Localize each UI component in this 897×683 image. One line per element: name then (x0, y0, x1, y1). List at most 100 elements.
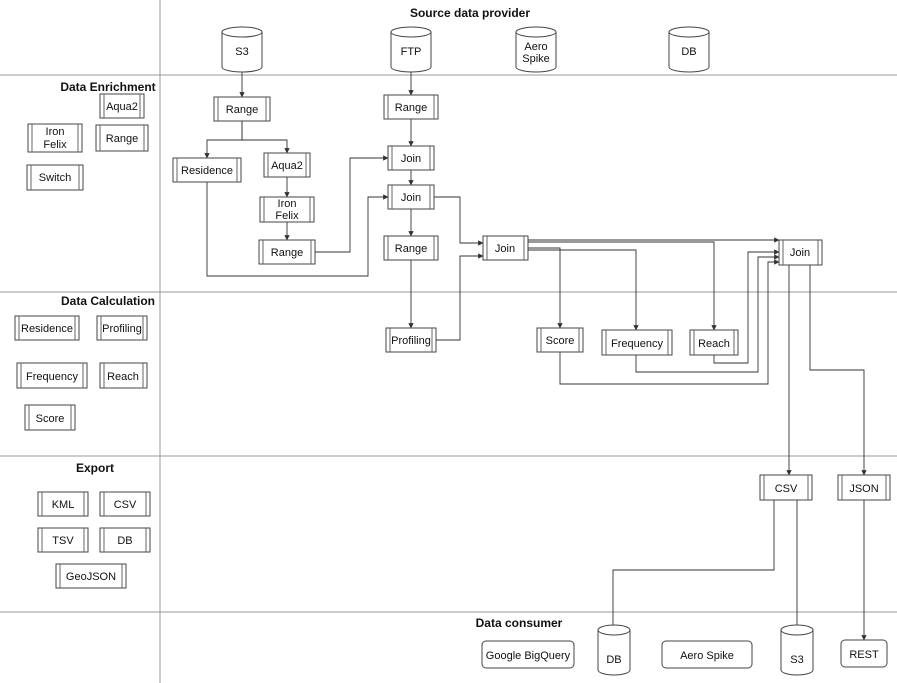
flow-join-b[interactable]: Join (387, 184, 435, 210)
consumer-s3[interactable]: S3 (780, 624, 814, 676)
flow-score[interactable]: Score (536, 327, 584, 353)
flow-range-b[interactable]: Range (383, 94, 439, 120)
consumer-s3-cap (780, 624, 814, 636)
palette-score[interactable]: Score (24, 404, 76, 431)
edge-join-d-json (809, 265, 867, 476)
palette-db-frame (99, 527, 151, 553)
flow-range-d[interactable]: Range (383, 235, 439, 261)
consumer-rest-frame (840, 639, 888, 668)
source-aerospike-cap (515, 26, 557, 38)
palette-kml[interactable]: KML (37, 491, 89, 517)
palette-reach[interactable]: Reach (99, 362, 148, 389)
flow-join-a[interactable]: Join (387, 145, 435, 171)
consumer-db-body (597, 630, 631, 676)
palette-reach-label: Reach (107, 371, 139, 383)
palette-residence[interactable]: Residence (14, 315, 80, 341)
flow-residence[interactable]: Residence (172, 157, 242, 183)
source-ftp-body (390, 32, 432, 73)
palette-profiling[interactable]: Profiling (96, 315, 148, 341)
consumer-aerospike[interactable]: Aero Spike (661, 640, 753, 669)
flow-join-d-frame (778, 239, 823, 266)
flow-range-c[interactable]: Range (258, 239, 316, 265)
consumer-rest-label: REST (849, 649, 879, 661)
palette-geojson[interactable]: GeoJSON (55, 563, 127, 589)
palette-db[interactable]: DB (99, 527, 151, 553)
flow-residence-label: Residence (181, 165, 233, 177)
flow-csv[interactable]: CSV (759, 474, 813, 501)
palette-kml-frame (37, 491, 89, 517)
source-ftp-label: FTP (401, 46, 422, 58)
palette-score-frame (24, 404, 76, 431)
source-aerospike-label-1: Aero (524, 41, 547, 53)
flow-join-d-label: Join (790, 247, 810, 259)
flow-join-d[interactable]: Join (778, 239, 823, 266)
header-export: Export (76, 461, 114, 475)
palette-switch[interactable]: Switch (26, 164, 84, 191)
source-aerospike-body (515, 32, 557, 73)
palette-iron-felix[interactable]: Iron Felix (27, 123, 83, 153)
flow-csv-frame (759, 474, 813, 501)
palette-profiling-label: Profiling (102, 323, 142, 335)
palette-geojson-frame (55, 563, 127, 589)
palette-range[interactable]: Range (95, 124, 149, 152)
flow-profiling[interactable]: Profiling (385, 327, 437, 353)
consumer-db[interactable]: DB (597, 624, 631, 676)
flow-iron-felix[interactable]: Iron Felix (259, 196, 315, 223)
palette-csv[interactable]: CSV (99, 491, 151, 517)
flow-profiling-label: Profiling (391, 335, 431, 347)
source-ftp[interactable]: FTP (390, 26, 432, 73)
flow-range-a-frame (213, 96, 271, 122)
flow-score-label: Score (546, 335, 575, 347)
consumer-aerospike-frame (661, 640, 753, 669)
palette-kml-label: KML (52, 499, 75, 511)
source-db-body (668, 32, 710, 73)
palette-frequency[interactable]: Frequency (16, 362, 88, 389)
palette-geojson-label: GeoJSON (66, 571, 116, 583)
palette-aqua2[interactable]: Aqua2 (99, 93, 145, 119)
consumer-s3-body (780, 630, 814, 676)
source-db-label: DB (681, 46, 696, 58)
consumer-s3-label: S3 (790, 654, 803, 666)
edge-join-c-reach (528, 241, 717, 331)
edge-score-join-d (559, 259, 780, 385)
source-s3[interactable]: S3 (221, 26, 263, 73)
flow-aqua2[interactable]: Aqua2 (263, 152, 311, 178)
flow-iron-felix-frame (259, 196, 315, 223)
palette-tsv-label: TSV (52, 535, 74, 547)
palette-residence-frame (14, 315, 80, 341)
source-aerospike[interactable]: Aero Spike (515, 26, 557, 73)
flow-score-frame (536, 327, 584, 353)
flow-range-a[interactable]: Range (213, 96, 271, 122)
flow-reach-label: Reach (698, 338, 730, 350)
flow-frequency-frame (601, 329, 673, 356)
edge-range-residence (204, 121, 243, 159)
header-source: Source data provider (410, 6, 530, 20)
flow-aqua2-label: Aqua2 (271, 160, 303, 172)
flow-range-d-frame (383, 235, 439, 261)
palette-residence-label: Residence (21, 323, 73, 335)
flow-join-c[interactable]: Join (482, 235, 529, 261)
flow-json-label: JSON (849, 483, 878, 495)
palette-switch-label: Switch (39, 172, 71, 184)
header-consumer: Data consumer (476, 616, 563, 630)
palette-range-frame (95, 124, 149, 152)
consumer-bigquery[interactable]: Google BigQuery (481, 640, 575, 669)
flow-reach[interactable]: Reach (689, 329, 739, 356)
flow-join-a-label: Join (401, 153, 421, 165)
palette-frequency-frame (16, 362, 88, 389)
palette-score-label: Score (36, 413, 65, 425)
edge-frequency-join-d (635, 254, 780, 373)
flow-range-d-label: Range (395, 243, 427, 255)
flow-range-b-frame (383, 94, 439, 120)
source-db[interactable]: DB (668, 26, 710, 73)
consumer-rest[interactable]: REST (840, 639, 888, 668)
palette-tsv[interactable]: TSV (37, 527, 89, 553)
flow-json[interactable]: JSON (837, 474, 891, 501)
flow-residence-frame (172, 157, 242, 183)
flow-frequency[interactable]: Frequency (601, 329, 673, 356)
edge-reach-join-d (713, 249, 780, 364)
palette-aqua2-label: Aqua2 (106, 101, 138, 113)
source-aerospike-label-2: Spike (522, 53, 550, 65)
